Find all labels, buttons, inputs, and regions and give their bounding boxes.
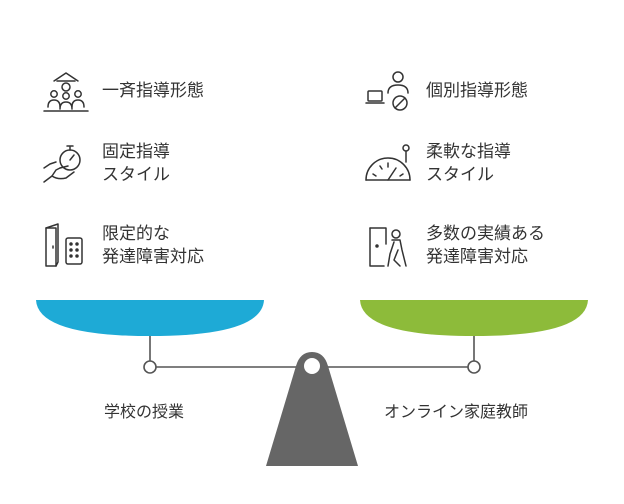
left-item-3: 限定的な 発達障害対応 (38, 220, 204, 272)
left-item-2: 固定指導 スタイル (38, 138, 170, 190)
stopwatch-hand-icon (38, 138, 90, 190)
fulcrum-pivot (304, 358, 320, 374)
right-beam-joint (467, 360, 481, 374)
right-item-2: 柔軟な指導 スタイル (362, 138, 511, 190)
classroom-icon (38, 65, 90, 117)
left-item-1-label: 一斉指導形態 (102, 80, 204, 101)
person-exit-door-icon (362, 220, 414, 272)
left-item-2-label: 固定指導 スタイル (102, 142, 170, 185)
right-side-label: オンライン家庭教師 (384, 402, 529, 421)
left-item-3-label: 限定的な 発達障害対応 (102, 224, 204, 267)
gauge-dial-icon (362, 138, 414, 190)
left-pan (36, 300, 264, 336)
right-item-1: 個別指導形態 (362, 65, 528, 117)
right-item-2-label: 柔軟な指導 スタイル (426, 142, 511, 185)
left-item-1: 一斉指導形態 (38, 65, 204, 117)
left-side-label: 学校の授業 (104, 402, 185, 421)
right-item-3: 多数の実績ある 発達障害対応 (362, 220, 545, 272)
door-keypad-icon (38, 220, 90, 272)
left-beam-joint (143, 360, 157, 374)
right-pan (360, 300, 588, 336)
right-item-1-label: 個別指導形態 (426, 80, 528, 101)
right-item-3-label: 多数の実績ある 発達障害対応 (426, 224, 545, 267)
fulcrum (266, 352, 358, 466)
online-tutor-icon (362, 65, 414, 117)
